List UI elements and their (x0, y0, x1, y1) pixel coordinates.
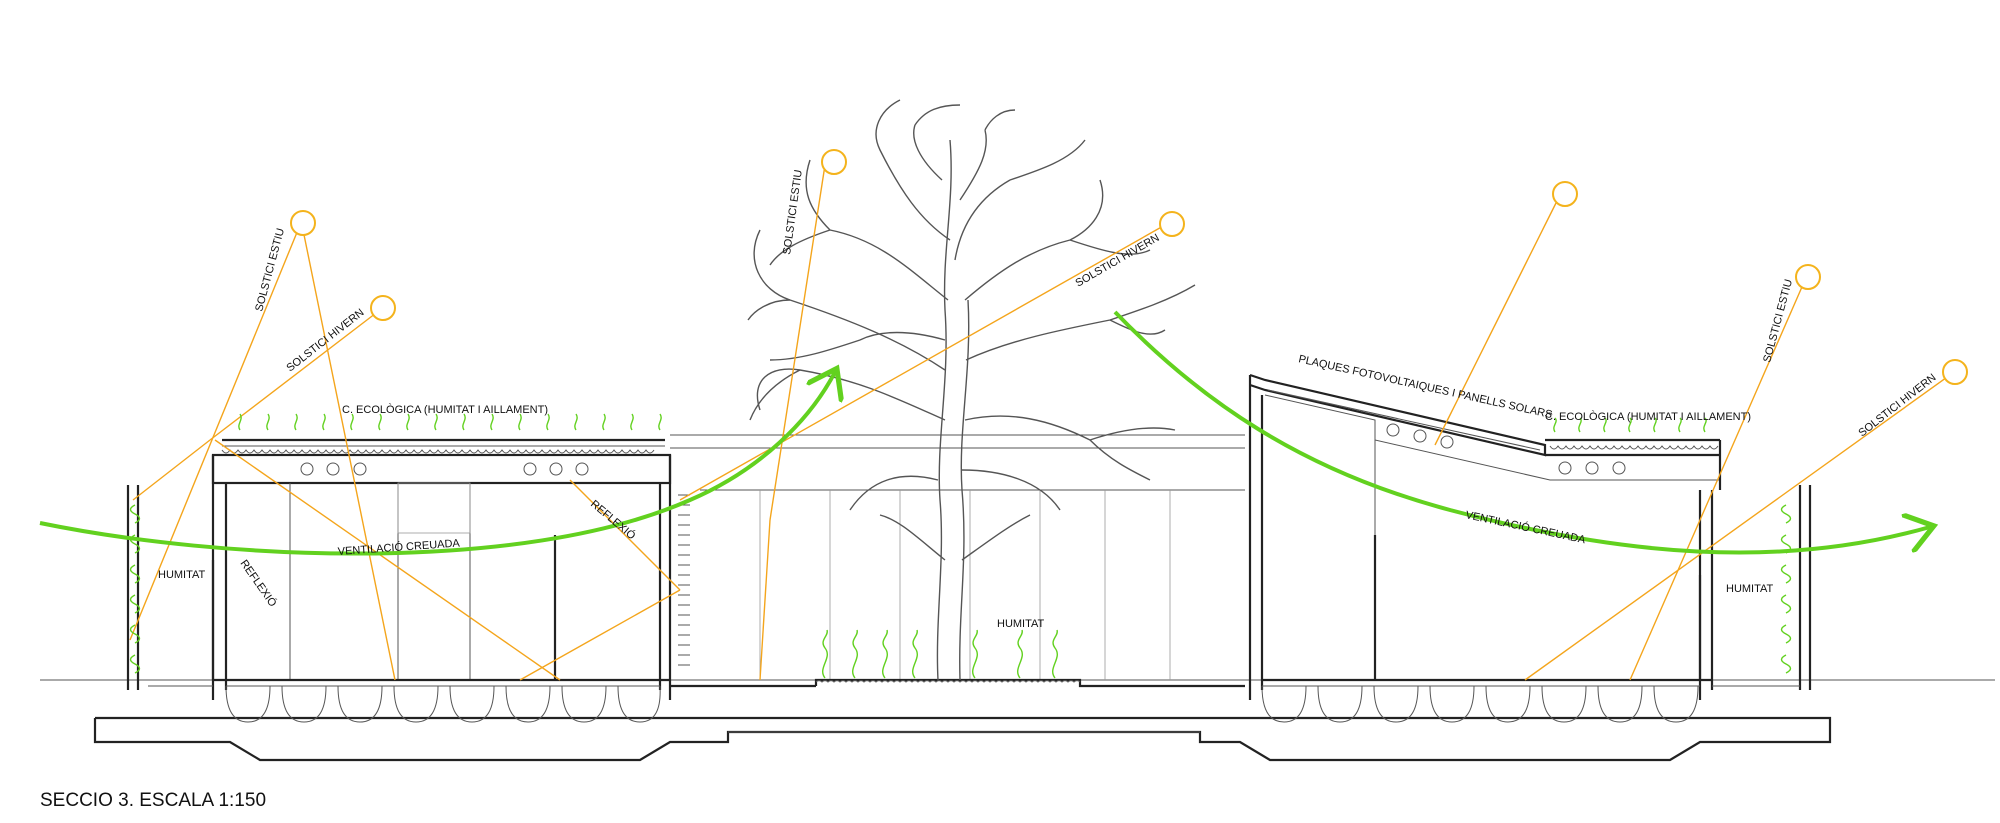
courtyard (670, 434, 1245, 688)
drawing-caption: SECCIO 3. ESCALA 1:150 (40, 790, 266, 811)
tree-icon (747, 99, 1196, 681)
sun-rays (129, 164, 1951, 681)
label-solstici-hivern-center: SOLSTICI HIVERN (1074, 232, 1162, 290)
right-building (1248, 373, 1812, 723)
label-humitat-left: HUMITAT (158, 569, 206, 581)
grass-icon (129, 413, 1792, 679)
label-reflexio-left: REFLEXIÓ (238, 557, 280, 609)
sun-icon (290, 149, 1968, 385)
ventilation-arrow-icon (39, 310, 1930, 556)
label-solstici-estiu-center: SOLSTICI ESTIU (781, 169, 805, 255)
label-solstici-hivern-right: SOLSTICI HIVERN (1856, 372, 1938, 440)
label-humitat-center: HUMITAT (997, 618, 1045, 630)
label-solstici-estiu-right: SOLSTICI ESTIU (1761, 278, 1795, 364)
label-humitat-right: HUMITAT (1726, 583, 1774, 595)
left-building (126, 438, 690, 723)
label-coberta-right: C. ECOLÒGICA (HUMITAT I AILLAMENT) (1545, 410, 1751, 423)
label-ventilacio-right: VENTILACIÓ CREUADA (1464, 508, 1587, 546)
label-coberta-left: C. ECOLÒGICA (HUMITAT I AILLAMENT) (342, 403, 548, 416)
label-solstici-hivern-left: SOLSTICI HIVERN (284, 307, 366, 375)
foundation (93, 716, 1832, 762)
